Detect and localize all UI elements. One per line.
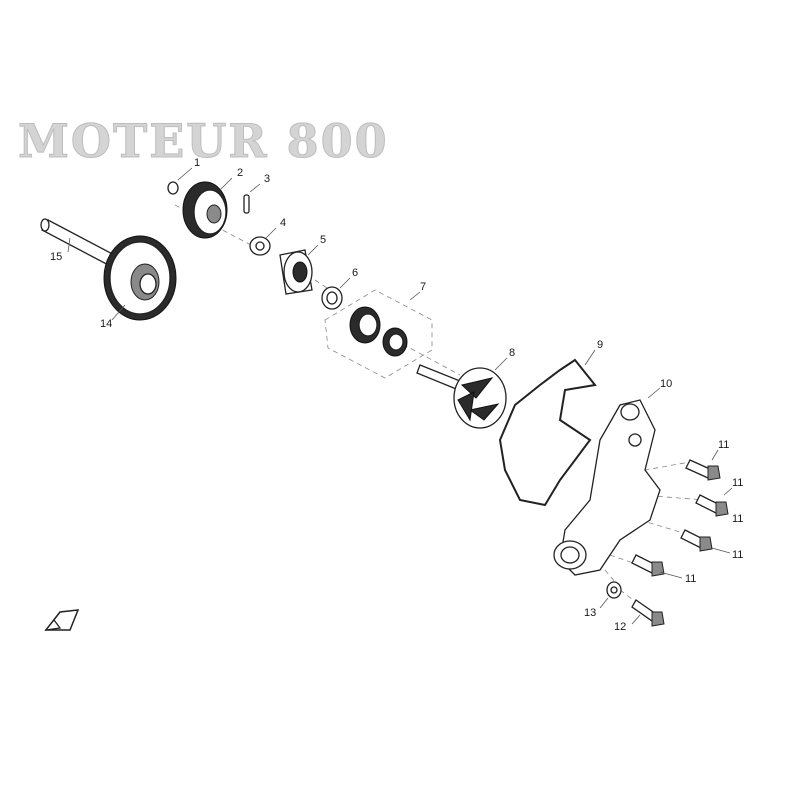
part-circlip-1 xyxy=(167,167,193,195)
bolt-11-c xyxy=(680,529,731,554)
part-bearing-5 xyxy=(279,244,319,295)
callout-label: 2 xyxy=(237,167,243,179)
callout-label: 12 xyxy=(614,621,626,633)
part-small-gear-2 xyxy=(182,177,233,239)
callout-label: 7 xyxy=(420,281,426,293)
part-ring-6 xyxy=(321,277,351,310)
callout-label: 11 xyxy=(732,477,743,489)
part-large-gear-14 xyxy=(103,235,177,321)
callout-label: 9 xyxy=(597,339,603,351)
callout-label: 13 xyxy=(584,607,596,619)
callout-labels: 1 2 3 4 5 6 7 8 9 10 11 11 11 11 11 12 1… xyxy=(50,157,743,633)
callout-label: 11 xyxy=(685,573,696,585)
part-shaft-15 xyxy=(40,218,121,269)
part-gasket-9 xyxy=(498,349,597,507)
callout-label: 15 xyxy=(50,251,62,263)
part-washer-4 xyxy=(249,227,277,256)
callout-label: 14 xyxy=(100,318,112,330)
bolt-11-b xyxy=(695,487,733,517)
part-impeller-8 xyxy=(416,357,508,429)
callout-label: 5 xyxy=(320,234,326,246)
part-pin-3 xyxy=(243,183,261,214)
part-bolts-11 xyxy=(631,449,733,579)
part-seal-kit-7 xyxy=(324,289,433,379)
bolt-11-a xyxy=(685,449,721,481)
callout-label: 1 xyxy=(194,157,200,169)
callout-label: 3 xyxy=(264,173,270,185)
callout-label: 11 xyxy=(732,549,743,561)
arrow-fr-icon xyxy=(44,609,80,631)
bolt-11-d xyxy=(631,554,683,579)
callout-label: 4 xyxy=(280,217,286,229)
part-washer-13 xyxy=(599,581,622,609)
callout-label: 11 xyxy=(718,439,729,451)
part-bolt-12 xyxy=(631,599,665,627)
callout-label: 8 xyxy=(509,347,515,359)
diagram-title: MOTEUR 800 xyxy=(18,114,389,168)
callout-label: 10 xyxy=(660,378,672,390)
callout-label: 6 xyxy=(352,267,358,279)
callout-label: 11 xyxy=(732,513,743,525)
part-pump-cover-10 xyxy=(553,387,661,576)
